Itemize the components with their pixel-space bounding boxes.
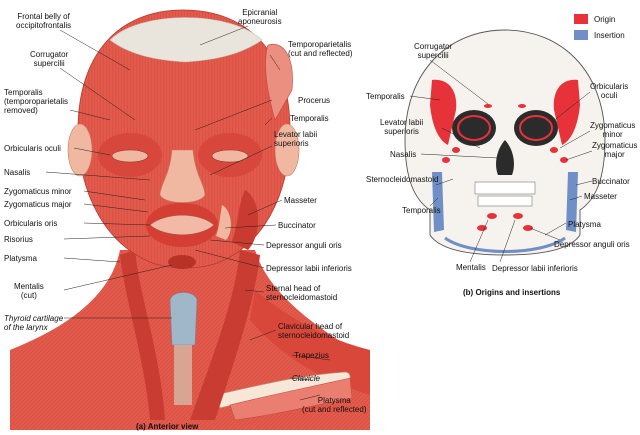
platysma-flap (229, 377, 353, 421)
epicranial-aponeurosis (109, 17, 263, 63)
masseter-insertion-right (432, 172, 444, 232)
legend-origin: Origin (574, 14, 615, 24)
label-levator: Levator labii superioris (274, 130, 318, 148)
thyroid-cartilage (169, 292, 198, 346)
masseter-insertion-left (566, 172, 578, 232)
lower-teeth (477, 195, 533, 207)
label-b-zyg-minor: Zygomaticus minor (590, 121, 636, 139)
right-ear (67, 123, 93, 177)
label-temporoparietalis: Temporoparietalis (cut and reflected) (288, 40, 353, 58)
label-zyg-major: Zygomaticus major (4, 200, 72, 209)
label-masseter: Masseter (284, 196, 317, 205)
label-b-zyg-major: Zygomaticus major (592, 141, 638, 159)
nose (159, 149, 206, 203)
label-clavicle: Clavicle (292, 374, 321, 383)
caption-origins-insertions: (b) Origins and insertions (463, 288, 561, 297)
label-buccinator: Buccinator (278, 221, 316, 230)
upper-teeth (474, 181, 536, 195)
label-zyg-minor: Zygomaticus minor (4, 187, 72, 196)
label-b-masseter: Masseter (584, 192, 617, 201)
label-b-levator: Levator labii superioris (380, 118, 424, 136)
panel-a-drawing (10, 9, 370, 430)
label-orbicularis-oculi: Orbicularis oculi (4, 144, 61, 153)
temporalis-origin-right (430, 79, 457, 145)
label-b-sternocleidomastoid: Sternocleidomastoid (366, 175, 439, 184)
caption-anterior-view: (a) Anterior view (136, 422, 199, 431)
label-platysma: Platysma (4, 254, 37, 263)
label-b-mentalis: Mentalis (456, 263, 486, 272)
lips (149, 215, 215, 235)
label-trapezius: Trapezius (294, 351, 329, 360)
label-nasalis: Nasalis (4, 168, 31, 177)
label-b-dep-labii: Depressor labii inferioris (492, 264, 578, 273)
temporalis-origin-left (553, 79, 580, 145)
label-temporalis-removed: Temporalis (temporoparietalis removed) (4, 88, 69, 115)
buccinator-muscle (216, 205, 231, 240)
platysma-insertion (444, 236, 566, 253)
label-procerus: Procerus (298, 96, 331, 105)
legend-origin-label: Origin (594, 14, 616, 24)
label-frontal-belly: Frontal belly of occipitofrontalis (16, 12, 72, 30)
label-thyroid: Thyroid cartilage of the larynx (4, 314, 64, 332)
leader-lines (45, 25, 593, 401)
nasal-cavity (496, 140, 514, 175)
legend-insertion: Insertion (574, 30, 625, 40)
label-b-corrugator: Corrugator supercilii (414, 42, 453, 60)
label-risorius: Risorius (4, 235, 33, 244)
temporoparietalis-flap (265, 43, 293, 121)
masseter-muscle (232, 190, 259, 250)
label-b-temporalis-low: Temporalis (402, 206, 441, 215)
label-dep-anguli: Depressor anguli oris (266, 241, 342, 250)
origin-swatch (574, 14, 588, 24)
label-b-temporalis-top: Temporalis (366, 92, 405, 101)
label-platysma-cut: Platysma (cut and reflected) (302, 396, 367, 414)
label-b-platysma: Platysma (568, 220, 601, 229)
label-orbicularis-oris: Orbicularis oris (4, 219, 58, 228)
label-b-dep-anguli: Depressor anguli oris (554, 240, 630, 249)
left-ear (274, 123, 300, 177)
label-corrugator: Corrugator supercilii (30, 50, 69, 68)
trapezius-muscle (250, 290, 370, 395)
label-temporalis: Temporalis (290, 114, 329, 123)
mentalis-muscle (168, 255, 196, 269)
label-epicranial: Epicranial aponeurosis (238, 8, 282, 26)
insertion-swatch (574, 30, 588, 40)
label-b-buccinator: Buccinator (592, 177, 630, 186)
label-dep-labii: Depressor labii inferioris (266, 264, 352, 273)
label-clavicular-head: Clavicular head of sternocleidomastoid (278, 322, 350, 340)
panel-b-drawing (404, 29, 606, 256)
label-b-nasalis: Nasalis (390, 150, 417, 159)
legend-insertion-label: Insertion (594, 30, 625, 40)
label-sternal-head: Sternal head of sternocleidomastoid (266, 284, 338, 302)
label-mentalis: Mentalis (cut) (14, 282, 44, 300)
label-b-orbicularis-oculi: Orbicularis oculi (590, 82, 629, 100)
